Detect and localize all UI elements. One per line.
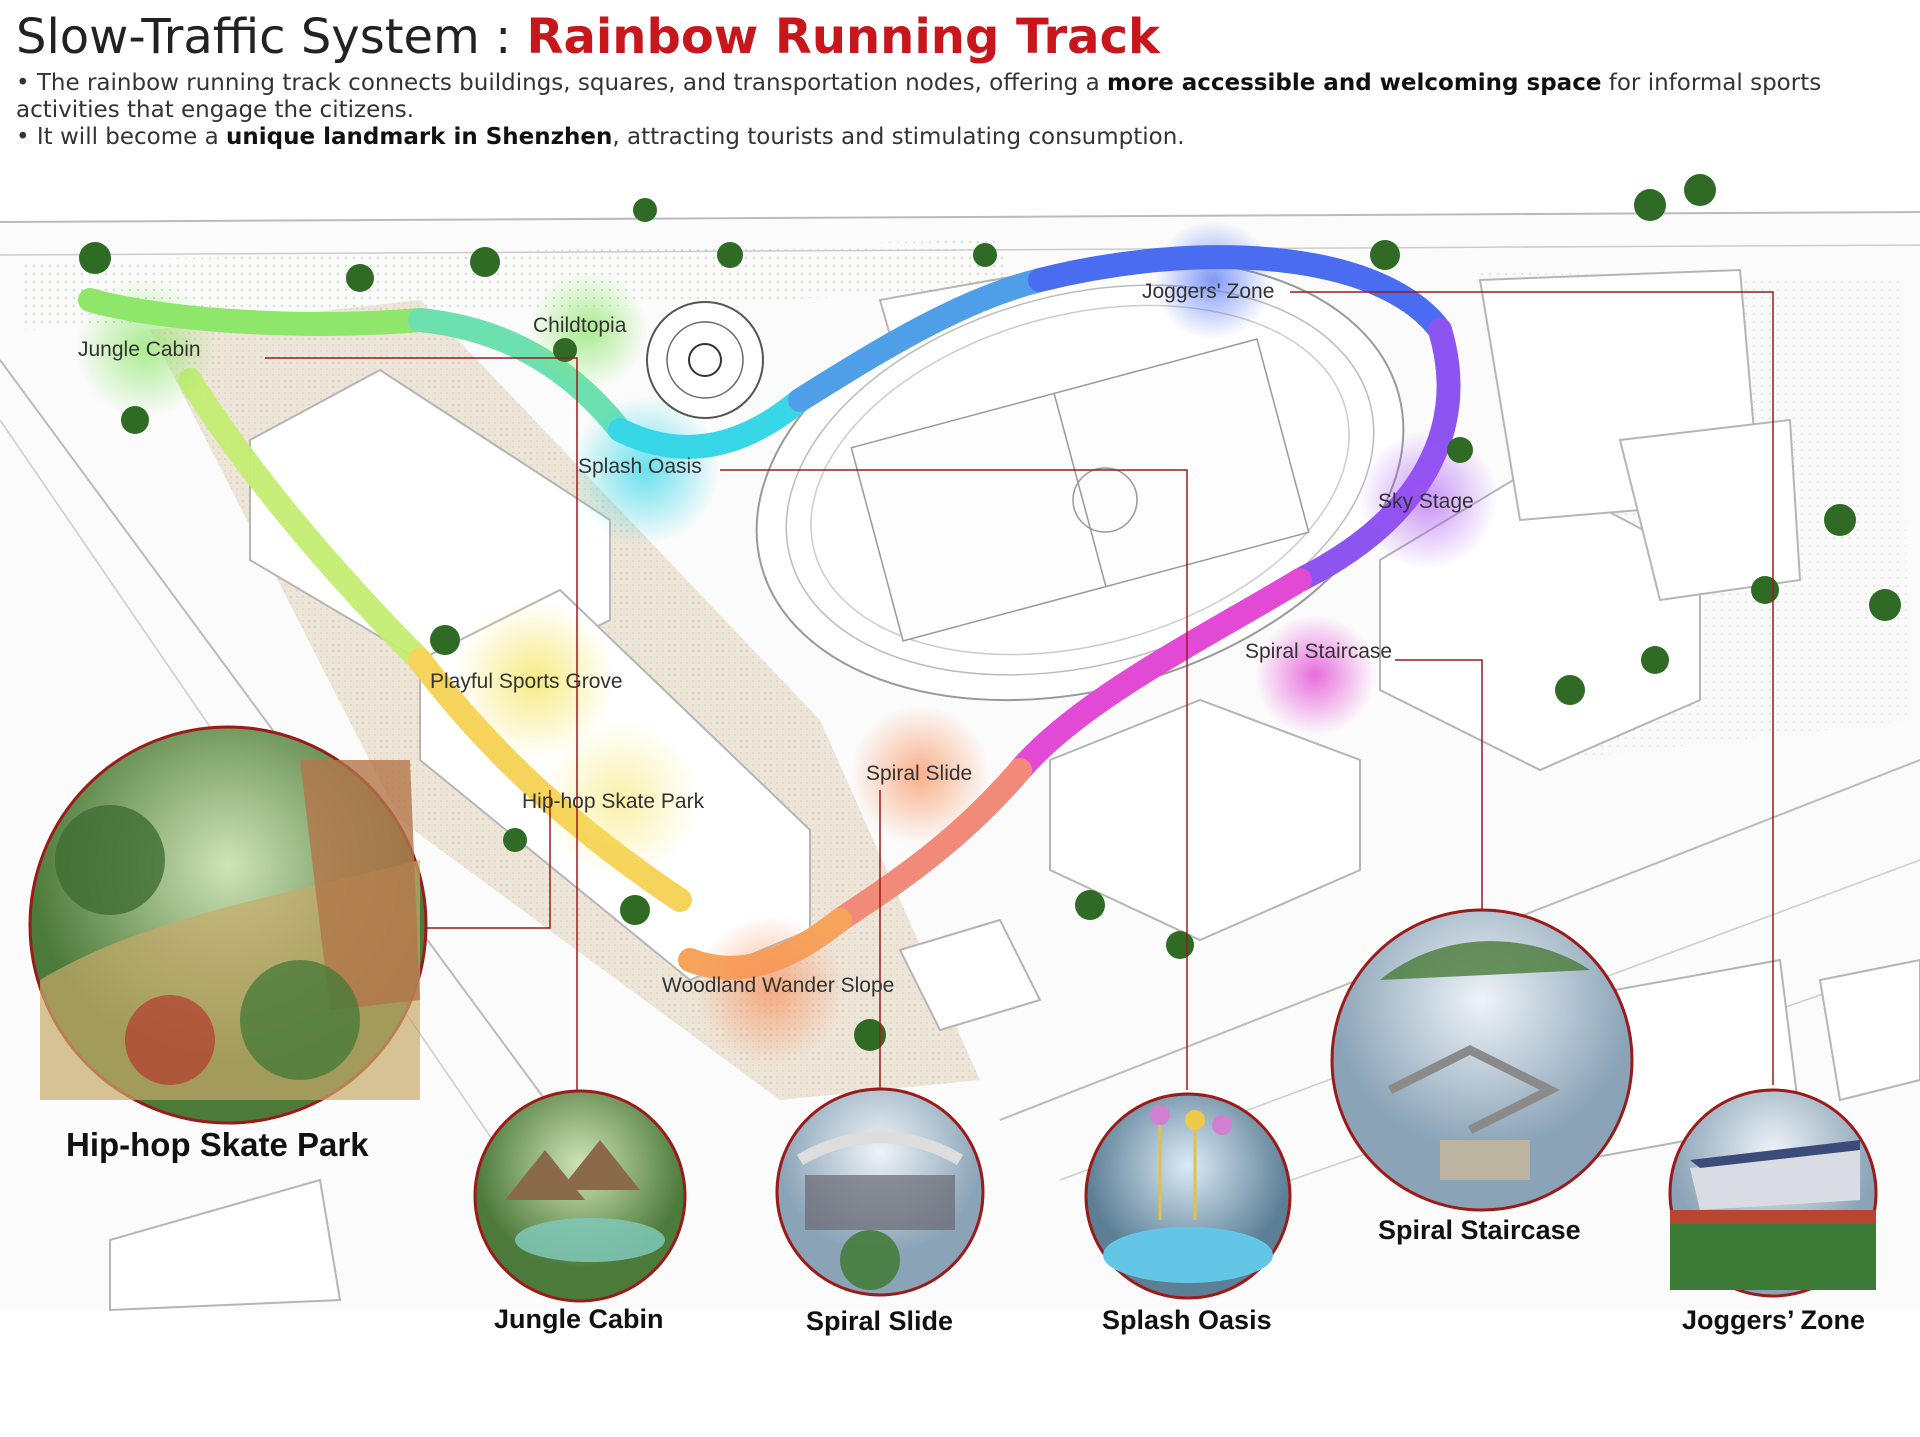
zone-label-joggers-zone: Joggers' Zone [1142, 280, 1275, 303]
leader-lines [265, 291, 1774, 1095]
zone-label-hiphop-skate-park: Hip-hop Skate Park [522, 790, 705, 813]
zone-label-woodland-wander-slope: Woodland Wander Slope [662, 974, 895, 997]
caption-spiral-staircase: Spiral Staircase [1378, 1215, 1581, 1245]
bullet-2: • It will become a unique landmark in Sh… [16, 124, 1896, 151]
zone-label-splash-oasis: Splash Oasis [578, 455, 702, 478]
photo-joggers-zone [1668, 1088, 1878, 1298]
photo-spiral-staircase [1330, 908, 1634, 1212]
zone-label-spiral-staircase: Spiral Staircase [1245, 640, 1393, 663]
bullet-1: • The rainbow running track connects bui… [16, 70, 1896, 124]
photo-spiral-slide [775, 1087, 985, 1297]
photo-splash-oasis [1084, 1092, 1292, 1300]
trees [79, 174, 1901, 1051]
zone-label-childtopia: Childtopia [533, 314, 627, 337]
bullet-2-bold: unique landmark in Shenzhen [226, 124, 613, 150]
bullet-2-text-c: , attracting tourists and stimulating co… [612, 124, 1185, 150]
caption-spiral-slide: Spiral Slide [806, 1306, 954, 1336]
zone-label-jungle-cabin: Jungle Cabin [78, 338, 201, 361]
caption-hiphop-skate-park: Hip-hop Skate Park [66, 1126, 369, 1163]
bullet-1-text-c: for informal sports activities that enga… [16, 70, 1822, 123]
bullet-1-text-a: • The rainbow running track connects bui… [16, 70, 1107, 96]
bullet-1-bold: more accessible and welcoming space [1106, 70, 1602, 96]
caption-jungle-cabin: Jungle Cabin [494, 1304, 664, 1334]
title-accent: Rainbow Running Track [526, 9, 1160, 65]
stadium [755, 258, 1405, 702]
bullet-2-text-a: • It will become a [16, 124, 227, 150]
zone-label-spiral-slide: Spiral Slide [866, 762, 973, 785]
title-prefix: Slow-Traffic System : [16, 9, 527, 65]
photo-jungle-cabin [473, 1089, 687, 1303]
caption-joggers-zone: Joggers’ Zone [1682, 1305, 1866, 1335]
zone-label-playful-sports-grove: Playful Sports Grove [430, 670, 623, 693]
childtopia-dome [646, 301, 764, 419]
zone-glows [75, 220, 1498, 1065]
bullet-list: • The rainbow running track connects bui… [16, 70, 1896, 151]
photo-hiphop-skate-park [28, 725, 428, 1125]
header: Slow-Traffic System : Rainbow Running Tr… [16, 8, 1896, 151]
caption-splash-oasis: Splash Oasis [1102, 1305, 1272, 1335]
page-title: Slow-Traffic System : Rainbow Running Tr… [16, 8, 1896, 66]
zone-label-sky-stage: Sky Stage [1378, 490, 1474, 513]
